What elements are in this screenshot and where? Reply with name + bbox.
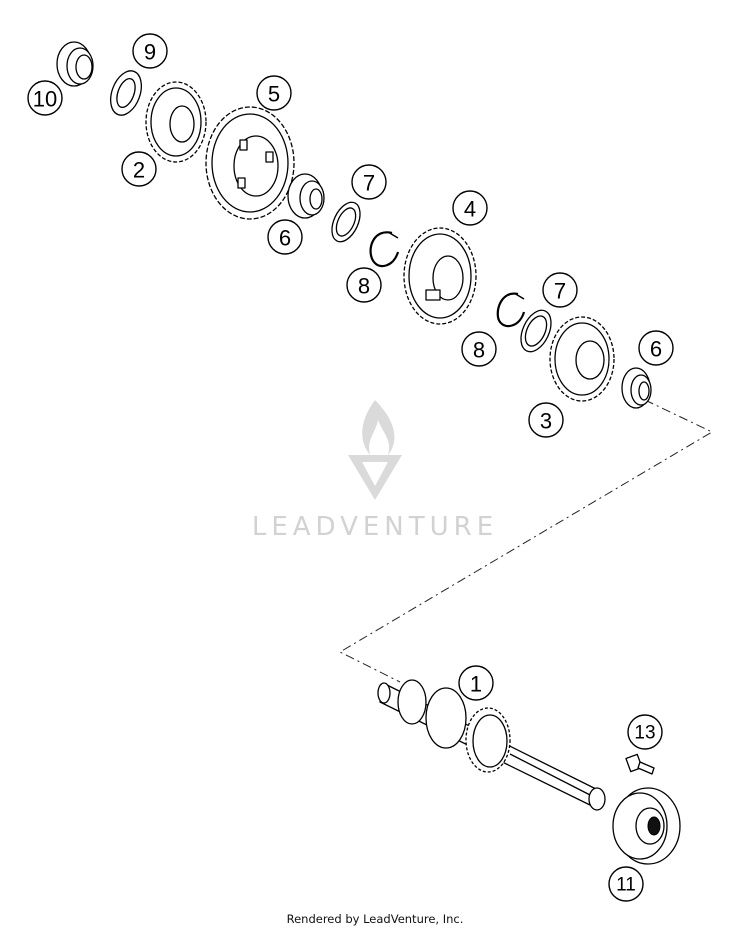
gear-4 <box>403 227 477 325</box>
callout-7-upper: 7 <box>351 164 387 200</box>
needle-bearing-10 <box>56 41 94 87</box>
svg-text:10: 10 <box>33 87 57 112</box>
svg-text:1: 1 <box>470 672 482 697</box>
callout-3: 3 <box>528 402 564 438</box>
callout-11: 11 <box>608 866 644 902</box>
ball-bearing-11 <box>612 787 681 865</box>
snap-ring-8-lower <box>496 292 526 328</box>
watermark-text: LEADVENTURE <box>252 512 498 542</box>
svg-text:7: 7 <box>554 279 566 304</box>
needle-bearing-6-lower <box>621 367 652 409</box>
svg-text:13: 13 <box>634 723 655 744</box>
callout-8-upper: 8 <box>346 267 382 303</box>
callout-6-upper: 6 <box>267 219 303 255</box>
snap-ring-8-upper <box>369 231 400 268</box>
svg-text:11: 11 <box>616 875 636 896</box>
svg-text:8: 8 <box>358 274 370 299</box>
assembly-leader-line <box>338 399 714 683</box>
main-shaft-1 <box>377 679 606 811</box>
callout-10: 10 <box>27 80 63 116</box>
gear-5 <box>205 106 295 220</box>
callout-5: 5 <box>256 75 292 111</box>
thrust-washer-9 <box>110 70 142 116</box>
callout-4: 4 <box>452 190 488 226</box>
flame-logo-icon <box>348 400 402 500</box>
callout-7-lower: 7 <box>542 272 578 308</box>
svg-text:2: 2 <box>133 158 145 183</box>
gear-2 <box>145 81 207 163</box>
svg-text:5: 5 <box>268 82 280 107</box>
thrust-washer-7-lower <box>520 309 552 353</box>
needle-bearing-6-upper <box>287 173 325 219</box>
svg-text:7: 7 <box>363 171 375 196</box>
svg-text:6: 6 <box>650 337 662 362</box>
svg-text:6: 6 <box>279 226 291 251</box>
svg-text:8: 8 <box>473 338 485 363</box>
footer-credit: Rendered by LeadVenture, Inc. <box>286 912 464 926</box>
callout-8-lower: 8 <box>461 331 497 367</box>
gear-3 <box>549 316 615 402</box>
svg-text:9: 9 <box>144 40 156 65</box>
callout-6-lower: 6 <box>638 330 674 366</box>
callout-9: 9 <box>132 33 168 69</box>
callout-1: 1 <box>458 665 494 701</box>
svg-text:4: 4 <box>464 197 476 222</box>
callout-13: 13 <box>627 714 663 750</box>
thrust-washer-7-upper <box>331 201 361 243</box>
screw-13 <box>625 753 655 775</box>
svg-text:3: 3 <box>540 409 552 434</box>
watermark: LEADVENTURE <box>252 400 498 542</box>
callout-2: 2 <box>121 151 157 187</box>
